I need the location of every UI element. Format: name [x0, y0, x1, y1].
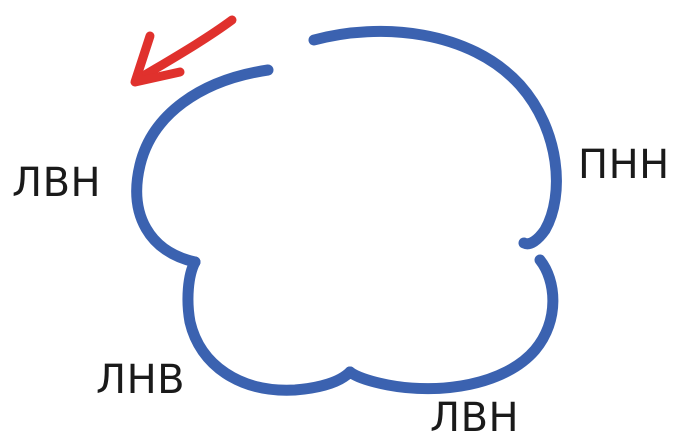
label-bottom: ЛВН [430, 398, 519, 438]
outline-arc-bottom-right [350, 260, 553, 389]
outline-arc-bottom-left [188, 262, 350, 390]
label-left-bottom: ЛНВ [96, 360, 185, 400]
outline-arc-left [137, 70, 268, 262]
label-right: ПНН [578, 145, 670, 185]
direction-arrow-shaft [140, 20, 232, 78]
outline-arc-top-right [314, 31, 556, 243]
label-left-top: ЛВН [12, 163, 101, 203]
